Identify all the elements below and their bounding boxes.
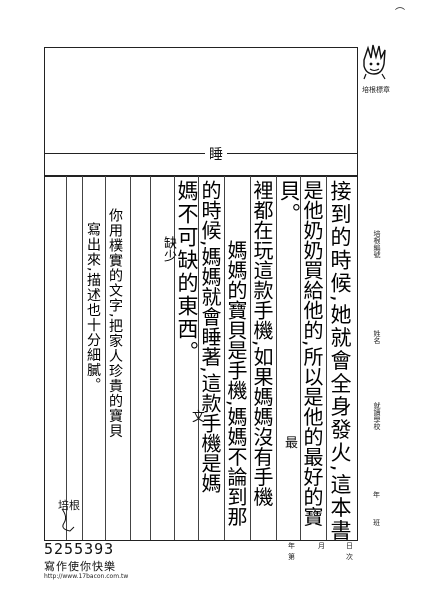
bottom-day-label: 日: [346, 542, 353, 550]
comment-title: 睡: [205, 144, 227, 164]
grid-line: [66, 176, 67, 540]
grid-line: [300, 176, 301, 540]
bottom-month-label: 月: [318, 542, 325, 550]
teacher-comment-column: 你用樸實的文字,把家人珍貴的寶貝: [107, 208, 123, 439]
grid-line: [198, 176, 199, 540]
annotation-wen: 文: [192, 410, 206, 425]
grid-line: [276, 176, 277, 540]
grid-line: [105, 176, 106, 540]
grid-line: [82, 176, 83, 540]
essay-column: 媽媽的寶貝是手機,媽媽不論到那: [224, 240, 248, 527]
stamp-label: 培根標章: [362, 86, 390, 94]
essay-column: 的時候,媽媽就會睡著,這款手機是媽: [198, 180, 222, 493]
grade-field-label: 年: [373, 491, 380, 499]
annotation-zui: 最: [285, 436, 299, 451]
bottom-times-label: 次: [346, 553, 353, 561]
footer-code: 5255393: [44, 540, 115, 558]
essay-column: 貝。: [277, 180, 301, 226]
signature-scribble-icon: [61, 508, 75, 532]
teacher-signature: 培根: [58, 499, 80, 512]
comment-box: [44, 47, 358, 176]
serial-field-label: 培根編號: [373, 230, 381, 258]
school-field-label: 就讀學校: [373, 402, 381, 430]
essay-grid: [44, 176, 358, 541]
essay-column: 是他奶奶買給他的,所以是他的最好的寶: [300, 180, 324, 527]
hand-mascot-icon: [363, 44, 386, 80]
bottom-year-label: 年: [288, 542, 295, 550]
grid-line: [130, 176, 131, 540]
teacher-comment-column: 寫出來,描述也十分細膩。: [85, 222, 101, 393]
essay-column: 接到的時候,她就會全身發火,這本書: [328, 180, 352, 543]
essay-column: 裡都在玩這款手機,如果媽媽沒有手機: [250, 180, 274, 507]
bottom-issue-label: 第: [288, 553, 295, 561]
grid-line: [150, 176, 151, 540]
essay-column: 缺少: [161, 236, 176, 262]
class-field-label: 班: [373, 519, 380, 527]
comment-box-divider: [44, 153, 357, 154]
footer-url: http://www.17bacon.com.tw: [44, 573, 129, 580]
corner-mark: ⌒: [395, 8, 405, 19]
grid-line: [224, 176, 225, 540]
name-field-label: 姓名: [373, 330, 381, 344]
grid-line: [174, 176, 175, 540]
stamp-area: 培根標章: [358, 40, 394, 96]
footer-brand: 寫作使你快樂: [44, 560, 116, 573]
grid-line: [250, 176, 251, 540]
grid-line: [326, 176, 327, 540]
essay-column: 媽不可缺的東西。: [175, 180, 199, 364]
